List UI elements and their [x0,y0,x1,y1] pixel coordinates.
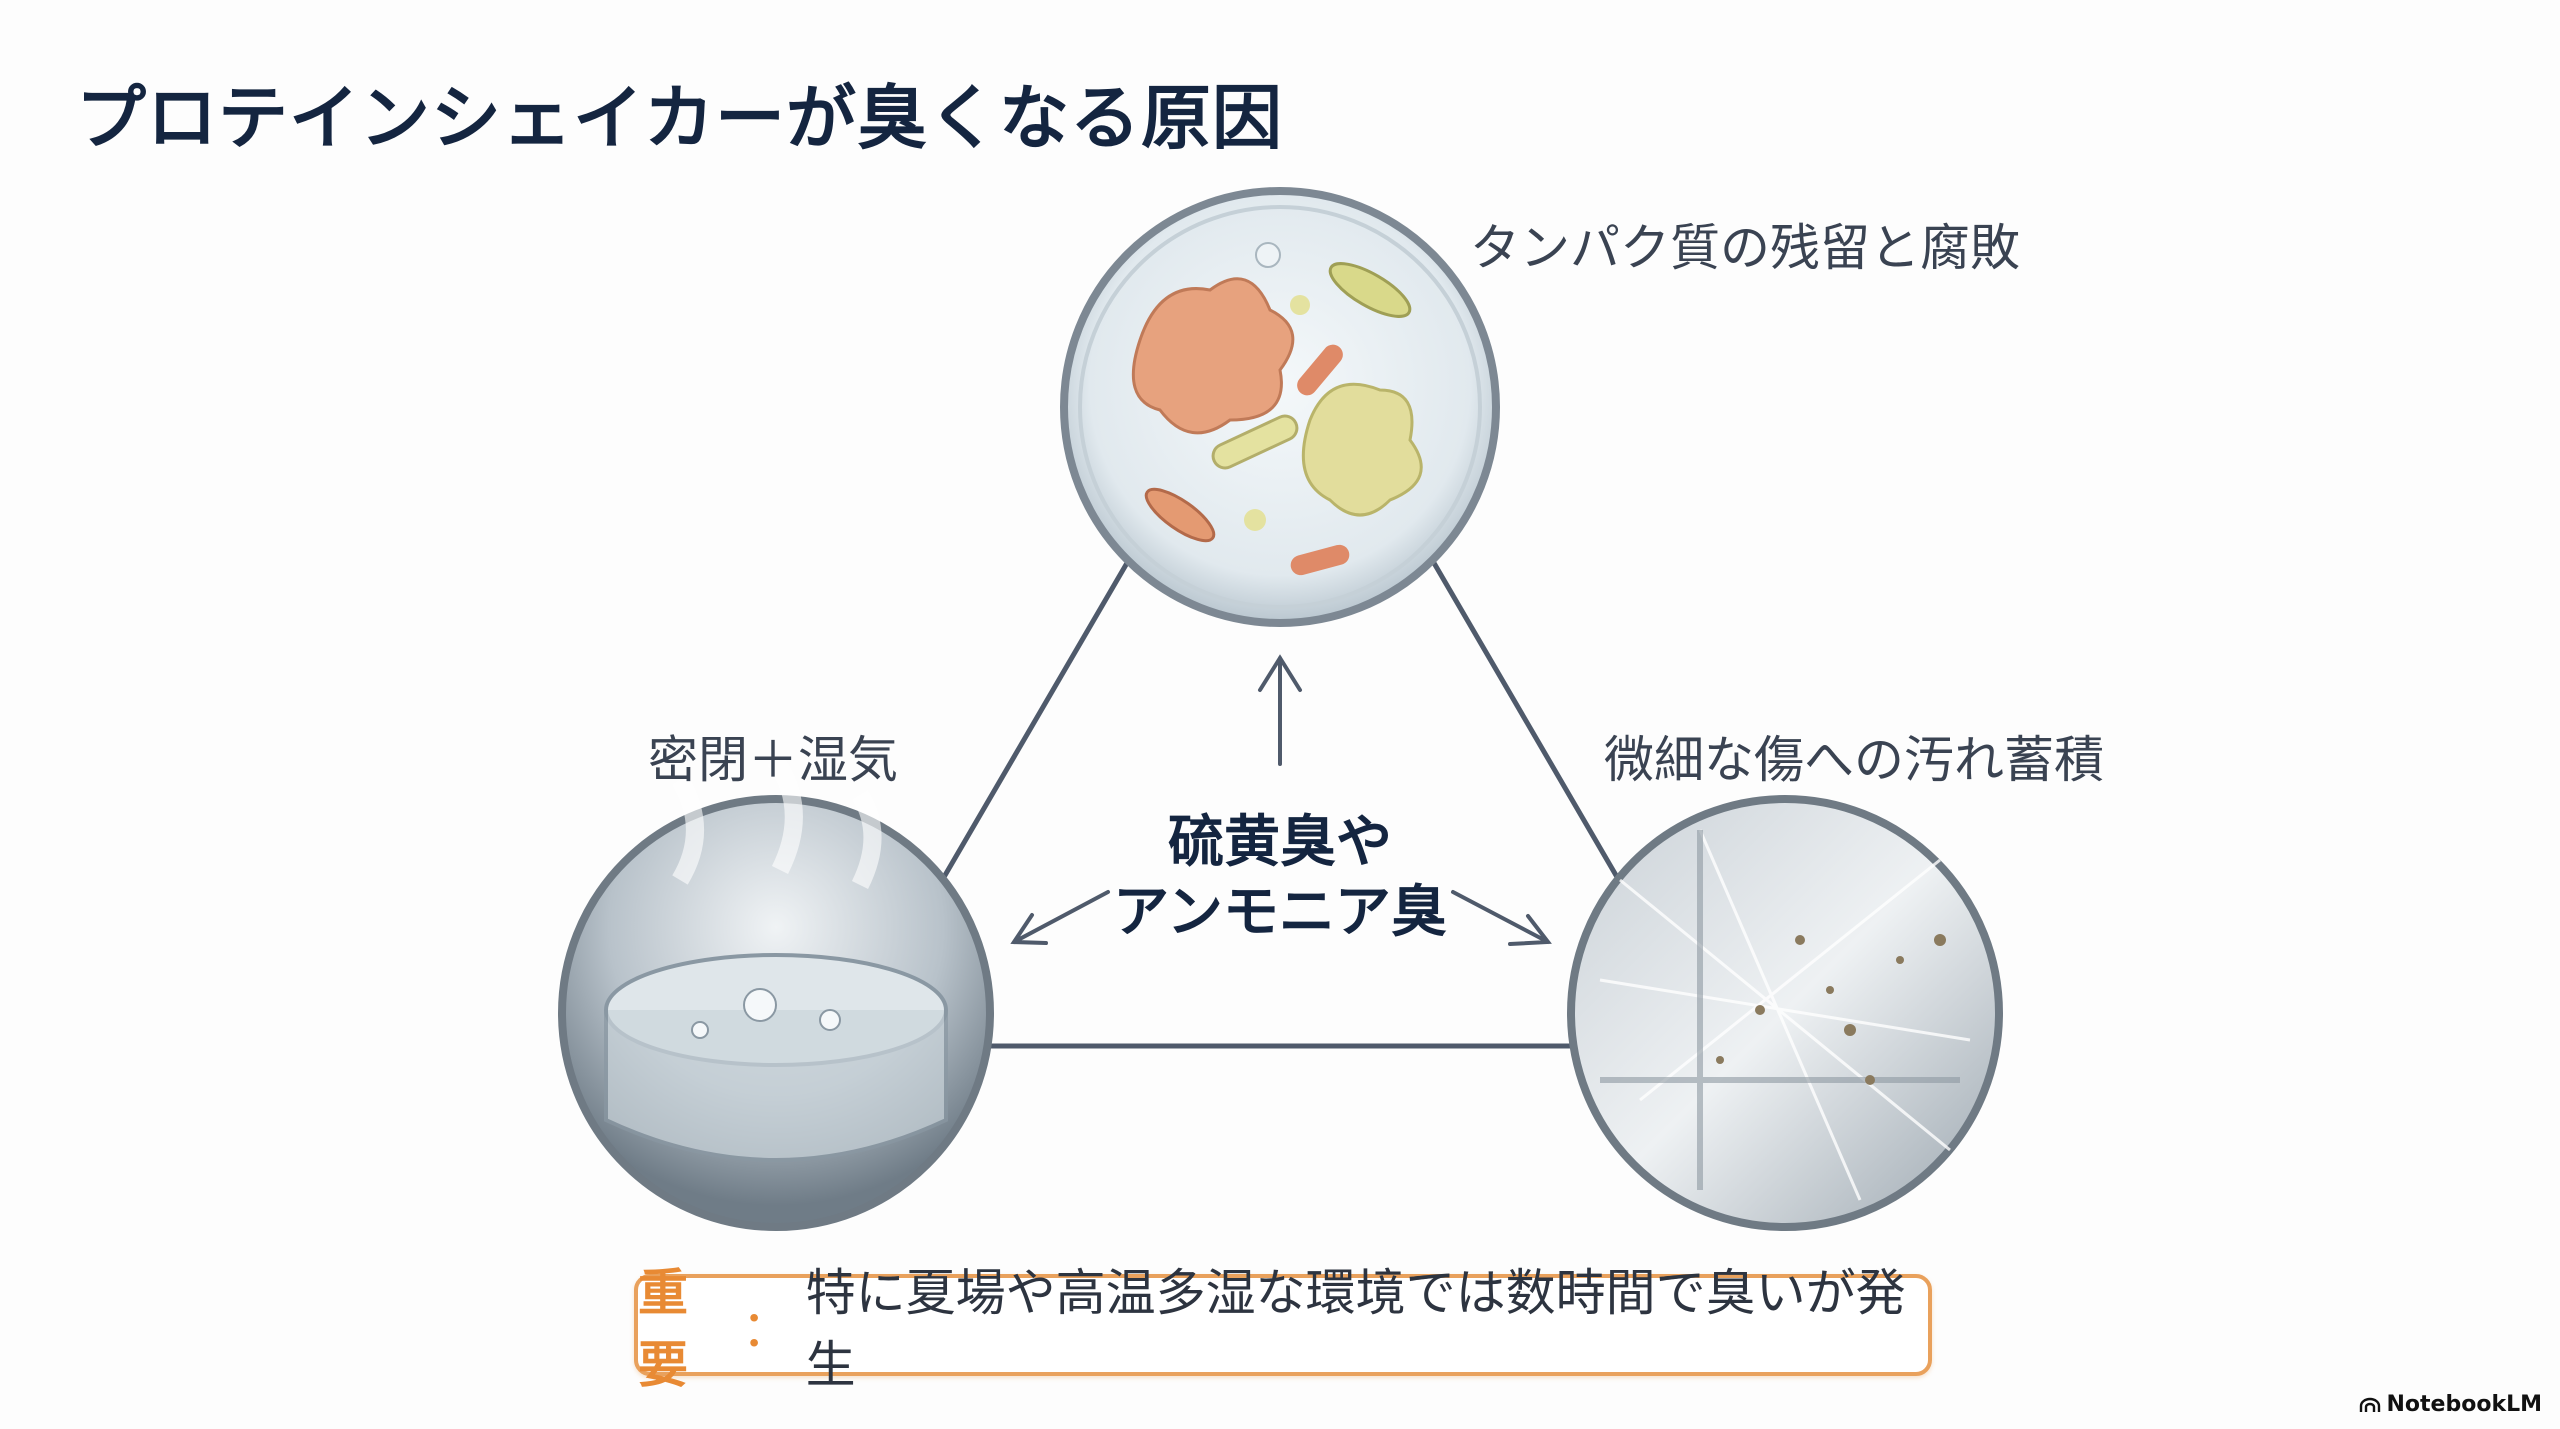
center-result-text: 硫黄臭や アンモニア臭 [1080,808,1480,948]
edge-left [941,561,1130,879]
bacteria-dish-image [1060,187,1500,627]
edge-right [1431,561,1620,879]
note-separator: ： [741,1300,792,1358]
arrows [1010,654,1552,946]
brand-name: NotebookLM [2386,1392,2542,1417]
cause-label-sealed-humidity: 密閉＋湿気 [648,731,898,789]
cause-label-scratch-dirt: 微細な傷への汚れ蓄積 [1604,731,2104,789]
page-title: プロテインシェイカーが臭くなる原因 [76,77,1283,159]
brand-watermark: NotebookLM [2359,1392,2542,1417]
cause-label-protein-residue: タンパク質の残留と腐敗 [1470,219,2020,277]
steam-container-image [558,754,994,1231]
triangle-lines [941,561,1620,1049]
arrow-up-icon [1258,654,1302,766]
center-line-1: 硫黄臭や [1168,810,1392,875]
note-text: 特に夏場や高温多湿な環境では数時間で臭いが発生 [805,1264,1906,1394]
arrow-right-icon [1451,890,1552,946]
arrow-left-icon [1010,890,1110,945]
center-line-2: アンモニア臭 [1113,880,1447,945]
notebooklm-logo-icon [2359,1397,2380,1412]
note-label: 重要 [638,1264,688,1394]
scratched-surface-image [1567,795,2003,1231]
important-note-box: 重要 ： 特に夏場や高温多湿な環境では数時間で臭いが発生 [634,1264,1932,1394]
